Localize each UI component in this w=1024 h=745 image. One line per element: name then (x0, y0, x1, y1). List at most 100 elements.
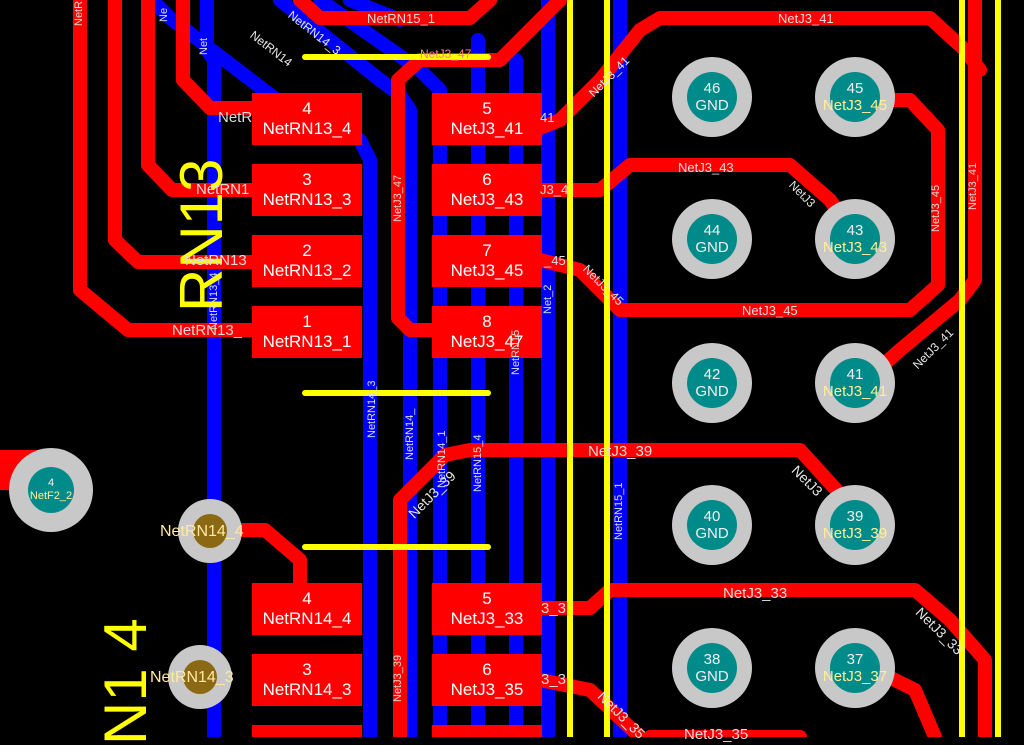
vert-label-netr-left: Net (198, 37, 210, 55)
trace-netj3-35 (533, 673, 647, 737)
pad-net-name: NetJ3_47 (450, 332, 524, 351)
trace-netrn15-1-top (293, 0, 497, 25)
trace-label-netj3-43-top: NetJ3_43 (678, 160, 734, 175)
trace-label-netj3-43-pad-frag: J3_4 (540, 182, 569, 197)
trace-netrn13-2 (108, 0, 267, 269)
pad-rn14-partial[interactable] (252, 725, 362, 737)
trace-netrn13-4 (176, 0, 267, 115)
via-label-netrn14-3: NetRN14_3 (150, 669, 234, 686)
pad-net-name: NetJ3_33 (450, 609, 524, 628)
vert-label-netrn15: NetRN15 (510, 329, 522, 375)
pad-number: 45 (846, 80, 864, 97)
trace-label-netrn13-4-frag: NetR (218, 109, 253, 126)
pad-net-name: GND (695, 239, 729, 256)
trace-label-netj3-45-pad-frag: _45 (544, 253, 566, 268)
pad-rn14-partial-right[interactable] (432, 725, 542, 737)
vert-label-top-left: NetR (73, 0, 85, 26)
vert-label-ne: Ne (158, 7, 170, 22)
pad-pin-number: 4 (302, 589, 312, 608)
vert-label-net-2: Net_2 (542, 284, 554, 314)
pad-net-name: NetJ3_37 (822, 668, 888, 685)
pad-net-name: NetRN13_2 (262, 261, 352, 280)
pad-pin-number: 3 (302, 660, 312, 679)
pad-net-name: NetJ3_39 (822, 525, 888, 542)
pad-net-name: NetRN13_3 (262, 190, 352, 209)
trace-label-netj3-47-top: NetJ3_47 (420, 47, 472, 61)
trace-label-netj3-41-pad-frag: 41 (540, 110, 555, 125)
trace-netj3-33 (533, 583, 992, 737)
pad-pin-number: 8 (482, 312, 492, 331)
vert-label-netj3-41-right: NetJ3_41 (967, 162, 979, 210)
trace-label-netrn13-2-frag: NetRN13 (185, 252, 247, 269)
trace-netj3-47 (391, 0, 567, 337)
pad-net-name: NetJ3_45 (822, 97, 888, 114)
pad-net-name: NetRN14_4 (262, 609, 352, 628)
pad-net-name: NetJ3_35 (450, 680, 524, 699)
pad-net-name: NetRN14_3 (262, 680, 352, 699)
trace-label-netj3-35-pad-frag: 3_3 (541, 671, 567, 688)
pad-number: 40 (703, 508, 721, 525)
vert-label-netrn13-4: NetRN13_4 (208, 272, 220, 330)
vert-label-netrn14-1: NetRN14_1 (436, 430, 448, 488)
pad-net-name: NetJ3_45 (450, 261, 524, 280)
pad-number: 44 (703, 222, 721, 239)
via-netrn14-3[interactable] (168, 645, 232, 709)
trace-netrn13-3 (141, 0, 267, 197)
pad-pin-number: 3 (302, 170, 312, 189)
pad-net-name: NetRN13_1 (262, 332, 352, 351)
refdes-rn14: N1 4 (92, 618, 159, 745)
pad-net-name: GND (695, 383, 729, 400)
pad-number: 43 (846, 222, 864, 239)
trace-netrn13-1 (73, 0, 267, 337)
pad-net-name: NetJ3_41 (450, 119, 524, 138)
pad-net-name: NetJ3_43 (822, 239, 888, 256)
pad-pin-number: 2 (302, 241, 312, 260)
vert-label-netrn14: NetRN14_ (404, 408, 416, 460)
vert-label-netrn15-4: NetRN15_4 (472, 434, 484, 492)
pad-pin-number: 4 (302, 99, 312, 118)
trace-label-netj3-41-top: NetJ3_41 (778, 11, 834, 26)
vert-label-netj3-47: NetJ3_47 (392, 174, 404, 222)
trace-netj3-41-right (848, 0, 982, 397)
pad-net-name: GND (695, 97, 729, 114)
via-label-netrn14-4: NetRN14_4 (160, 523, 244, 540)
vert-label-netj3-39: NetJ3_39 (392, 654, 404, 702)
pad-number: 39 (846, 508, 864, 525)
pad-pin-number: 7 (482, 241, 492, 260)
pad-net-name: GND (695, 668, 729, 685)
pad-number: 37 (846, 651, 864, 668)
trace-label-netj3-39: NetJ3_39 (588, 443, 653, 460)
trace-label-netj3-33: NetJ3_33 (723, 585, 788, 602)
trace-label-netj3-33-pad-frag: 3_3 (541, 600, 567, 617)
pad-number: 4 (47, 477, 55, 489)
pad-pin-number: 5 (482, 589, 492, 608)
pad-pin-number: 1 (302, 312, 312, 331)
via-netrn14-4[interactable] (178, 499, 242, 563)
pad-net-name: GND (695, 525, 729, 542)
pad-pin-number: 6 (482, 660, 492, 679)
